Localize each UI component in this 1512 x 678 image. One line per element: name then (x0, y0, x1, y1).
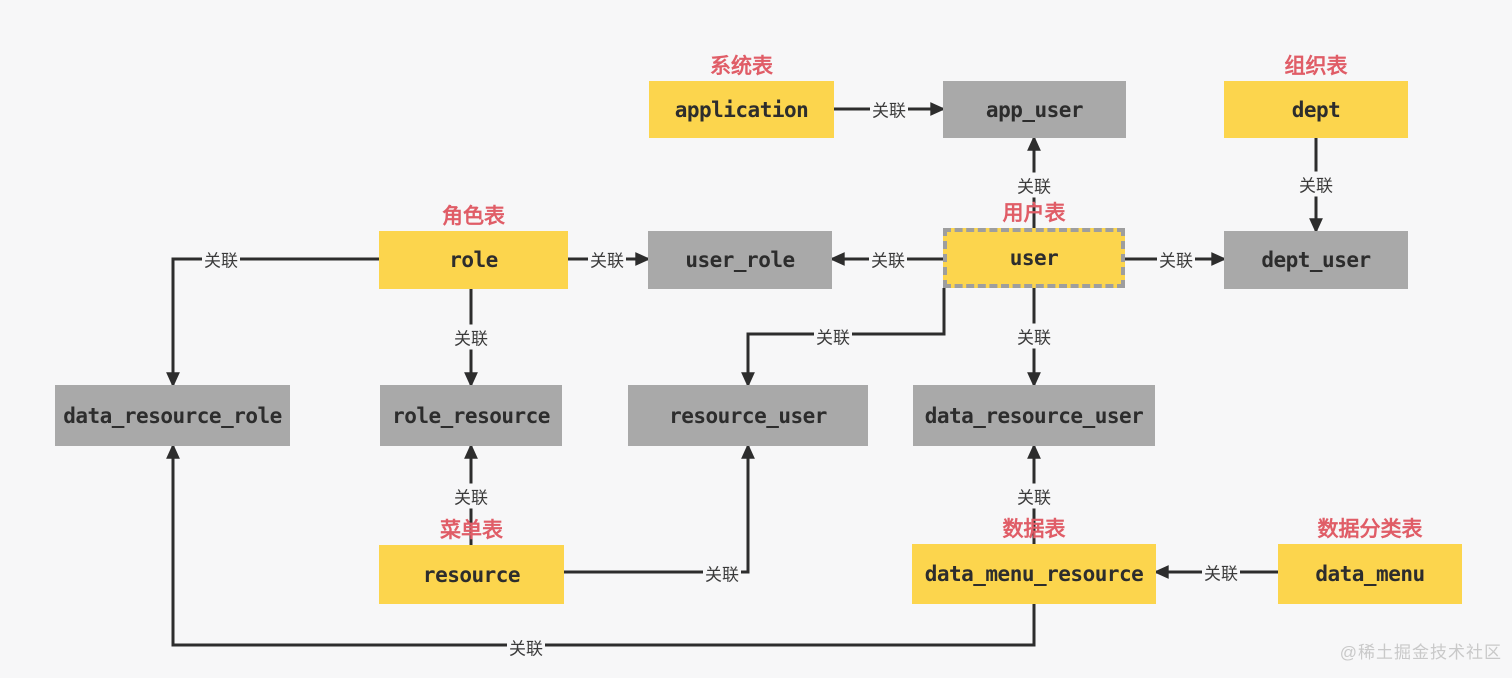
table-category-label-role: 角色表 (442, 205, 505, 228)
node-label: application (674, 97, 809, 122)
edge-label-user-resource_user: 关联 (814, 323, 852, 349)
edge-label-data_menu_resource-data_resource_user: 关联 (1015, 483, 1053, 509)
node-user: user (943, 228, 1125, 288)
table-category-label-data_menu: 数据分类表 (1317, 518, 1423, 541)
node-label: user_role (685, 248, 795, 272)
edge-role-to-data_resource_role (166, 257, 379, 388)
node-label: app_user (985, 97, 1084, 122)
edge-label-resource-role_resource: 关联 (452, 483, 490, 509)
edge-resource-to-resource_user (564, 443, 755, 574)
node-label: role (449, 248, 498, 272)
edge-label-user-data_resource_user: 关联 (1015, 323, 1053, 349)
node-label: resource_user (669, 403, 827, 428)
table-category-label-resource: 菜单表 (440, 519, 503, 542)
watermark: @稀土掘金技术社区 (1339, 643, 1502, 662)
node-resource: resource (379, 545, 564, 604)
edge-label-user-app_user: 关联 (1015, 172, 1053, 198)
node-dept_user: dept_user (1224, 231, 1408, 289)
node-data_menu: data_menu (1278, 544, 1462, 604)
node-label: data_resource_role (63, 403, 282, 428)
table-category-label-data_menu_resource: 数据表 (1002, 518, 1066, 541)
node-label: dept_user (1261, 248, 1371, 272)
edge-label-role-role_resource: 关联 (452, 324, 490, 350)
node-label: user (1009, 246, 1059, 270)
node-user_role: user_role (648, 231, 832, 289)
node-data_resource_role: data_resource_role (55, 385, 290, 446)
edge-label-application-app_user: 关联 (870, 96, 908, 122)
edge-label-role-user_role: 关联 (588, 246, 626, 272)
node-label: role_resource (392, 403, 550, 428)
edge-label-resource-resource_user: 关联 (703, 560, 741, 586)
node-label: data_resource_user (924, 403, 1144, 428)
table-category-label-dept: 组织表 (1284, 55, 1348, 78)
node-label: data_menu (1315, 562, 1425, 586)
table-category-label-application: 系统表 (710, 55, 773, 78)
node-data_menu_resource: data_menu_resource (912, 544, 1156, 604)
node-role_resource: role_resource (380, 385, 562, 446)
node-data_resource_user: data_resource_user (913, 385, 1155, 446)
node-resource_user: resource_user (628, 385, 868, 446)
node-label: dept (1291, 97, 1341, 122)
edge-label-dept-dept_user: 关联 (1297, 171, 1335, 197)
edge-label-data_menu-data_menu_resource: 关联 (1202, 559, 1240, 585)
edge-label-data_menu_resource-data_resource_role: 关联 (507, 634, 545, 660)
node-application: application (649, 81, 834, 138)
node-dept: dept (1224, 81, 1408, 138)
edge-label-role-data_resource_role: 关联 (202, 246, 240, 272)
edge-label-user-dept_user: 关联 (1157, 246, 1195, 272)
node-role: role (379, 231, 568, 289)
edge-label-user-user_role: 关联 (869, 246, 907, 272)
node-label: data_menu_resource (924, 562, 1144, 586)
node-label: resource (422, 562, 521, 587)
table-category-label-user: 用户表 (1002, 202, 1066, 225)
node-app_user: app_user (943, 81, 1126, 138)
edge-data_menu_resource-to-data_resource_role (166, 443, 1036, 647)
